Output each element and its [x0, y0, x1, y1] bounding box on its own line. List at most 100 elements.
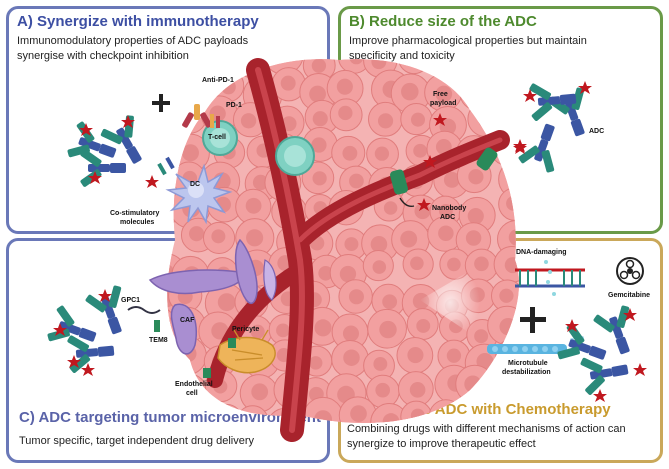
adc-antibody-d: [554, 302, 647, 402]
tumor-cell-nucleus: [338, 105, 353, 121]
label-nanobody-2: ADC: [440, 214, 456, 221]
tumor-cell-nucleus: [280, 75, 296, 91]
tumor-cell-nucleus: [308, 356, 323, 370]
tumor-cell-nucleus: [342, 325, 360, 342]
panel-a-desc-2: synergise with checkpoint inhibition: [17, 50, 189, 62]
tumor-cell-nucleus: [410, 112, 426, 127]
blood-vessel: [207, 58, 510, 442]
tumor-cell-nucleus: [499, 288, 514, 303]
dendritic-cell: [165, 163, 233, 225]
label-pericyte: Pericyte: [232, 326, 260, 333]
label-endothelial-1: Endothelial: [175, 381, 213, 388]
tumor-cell-nucleus: [343, 349, 360, 366]
label-pd1: PD-1: [226, 102, 242, 109]
tumor-cell-nucleus: [245, 197, 262, 214]
tem8-receptor-icon: [154, 320, 160, 332]
tumor-cell-nucleus: [312, 111, 328, 127]
tumor-cell-nucleus: [447, 257, 461, 272]
tumor-cell-nucleus: [410, 256, 424, 271]
tumor-cell-nucleus: [348, 289, 364, 305]
tumor-cell-nucleus: [465, 230, 482, 246]
panel-c-title: C) ADC targeting tumor microenvironment: [19, 409, 321, 426]
tumor-cell-nucleus: [416, 319, 431, 333]
label-dc: DC: [190, 181, 201, 188]
tumor-cell-nucleus: [377, 113, 394, 129]
tumor-cell-nucleus: [467, 208, 484, 225]
label-tcell: T-cell: [208, 134, 226, 141]
tumor-cell-nucleus: [443, 171, 460, 188]
t-cell: [202, 120, 238, 156]
tumor-cell-nucleus: [336, 78, 353, 95]
tumor-cell-nucleus: [250, 324, 265, 339]
tumor-cell-nucleus: [413, 143, 428, 158]
panel-c-desc-1: Tumor specific, target independent drug …: [19, 435, 254, 447]
label-gemcitabine: Gemcitabine: [608, 292, 651, 299]
tumor-cell-nucleus: [240, 113, 257, 129]
nanobody-adc-icon: [390, 147, 498, 211]
tumor-cell-nucleus: [342, 145, 358, 161]
gpc1-receptor-icon: [127, 306, 161, 314]
tumor-cell-nucleus: [375, 382, 391, 398]
tumor-cell-nucleus: [314, 319, 332, 337]
tumor-cell-nucleus: [188, 226, 205, 242]
tumor-cell-nucleus: [383, 201, 398, 215]
endothelial-marker-icon: [203, 338, 236, 378]
label-costim-1: Co-stimulatory: [110, 210, 160, 217]
tumor-cell-nucleus: [217, 293, 236, 312]
tumor-cell-nucleus: [314, 410, 333, 423]
tumor-cell-nucleus: [309, 85, 326, 103]
tumor-cell-nucleus: [438, 203, 453, 218]
tumor-cell-nucleus: [400, 230, 418, 248]
tumor-cell-nucleus: [446, 348, 462, 363]
tumor-cell-nucleus: [211, 229, 226, 244]
label-tem8: TEM8: [149, 337, 168, 344]
label-caf: CAF: [180, 317, 195, 324]
anti-pd1-antibody-icon: [182, 104, 212, 128]
tumor-cell-nucleus: [374, 146, 390, 161]
tumor-cell-nucleus: [349, 173, 364, 189]
label-endothelial-2: cell: [186, 390, 198, 397]
tumor-cell-nucleus: [318, 265, 333, 281]
tumor-cell-nucleus: [349, 59, 364, 65]
tumor-cell-nucleus: [382, 294, 398, 310]
panel-a-title: A) Synergize with immunotherapy: [17, 13, 259, 30]
t-cell-2: [275, 136, 315, 176]
label-anti-pd1: Anti-PD-1: [202, 77, 234, 84]
tumor-cell-nucleus: [373, 357, 388, 371]
adc-antibody-b: [513, 79, 599, 176]
caf-cell: [148, 238, 277, 355]
biohazard-icon: [616, 257, 644, 285]
panel-b-title: B) Reduce size of the ADC: [349, 13, 537, 30]
label-free-payload-2: payload: [430, 100, 457, 107]
light-beam: [420, 265, 480, 340]
panel-b-desc-1: Improve pharmacological properties but m…: [349, 35, 587, 47]
panel-d-desc-1: Combining drugs with different mechanism…: [347, 423, 626, 435]
panel-d-desc-2: synergize to improve therapeutic effect: [347, 438, 536, 450]
tumor-cell-nucleus: [311, 137, 327, 153]
tumor-cell-nucleus: [379, 320, 397, 339]
microtubule-icon: [487, 336, 584, 354]
pd1-receptor-icon: [210, 114, 220, 128]
label-costim-2: molecules: [120, 219, 155, 226]
plus-icon-d: [520, 307, 546, 333]
free-payload-icon: [423, 113, 527, 168]
tumor-cell-nucleus: [468, 169, 484, 185]
dna-icon: [515, 260, 585, 296]
tumor-cell-nucleus: [311, 59, 327, 73]
tumor-cell-nucleus: [276, 323, 290, 338]
tumor-cell-nucleus: [409, 382, 426, 398]
label-gpc1: GPC1: [121, 297, 141, 304]
panel-b-desc-2: specificity and toxicity: [349, 50, 455, 62]
label-microtubule-1: Microtubule: [508, 360, 548, 367]
label-dna-damaging: DNA-damaging: [516, 249, 567, 256]
tumor-cell-nucleus: [370, 235, 388, 253]
tumor-cell-nucleus: [181, 144, 199, 162]
tumor-cell-nucleus: [350, 405, 367, 422]
tumor-cell-nucleus: [401, 82, 419, 101]
tumor-cell-nucleus: [312, 171, 327, 186]
tumor-cell-nucleus: [435, 139, 452, 155]
tumor-cell-nucleus: [372, 260, 387, 274]
tumor-cell-nucleus: [246, 229, 264, 247]
tumor-cell-nucleus: [438, 225, 454, 242]
